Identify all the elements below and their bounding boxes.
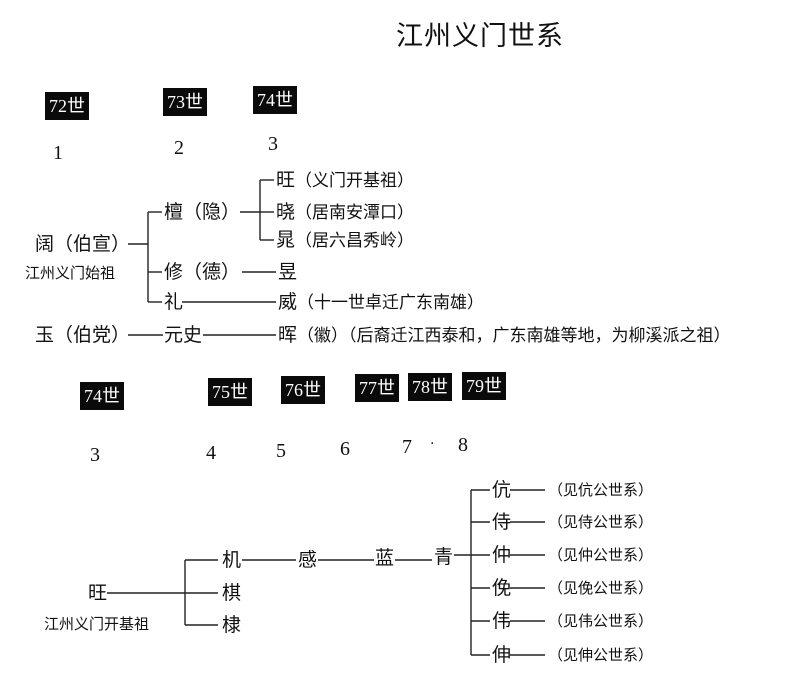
root-kuo: 阔（伯宣） xyxy=(35,233,131,255)
lineage-reference: （见俛公世系） xyxy=(548,579,654,597)
generation-number: 4 xyxy=(206,442,216,464)
generation-number: 2 xyxy=(174,137,184,159)
node-name: 晓 xyxy=(276,201,296,223)
node-name: 旺 xyxy=(276,169,296,191)
node-name: 晁 xyxy=(276,229,296,251)
node-hui: 晖（徽）（后裔迁江西泰和，广东南雄等地，为柳溪派之祖） xyxy=(278,324,731,347)
generation-number: 7 xyxy=(402,436,412,458)
lineage-reference: （见伉公世系） xyxy=(548,481,654,499)
node-zhong: 仲 xyxy=(492,544,512,566)
generation-badge: 76世 xyxy=(281,376,325,404)
node-tan: 檀（隐） xyxy=(164,201,241,223)
generation-badge: 75世 xyxy=(208,378,252,406)
lineage-reference: （见伸公世系） xyxy=(548,646,654,664)
node-wei: 威（十一世卓迁广东南雄） xyxy=(278,291,484,314)
generation-number: 6 xyxy=(340,438,350,460)
node-xiu: 修（德） xyxy=(164,261,241,283)
stray-mark: · xyxy=(430,436,435,452)
page-title: 江州义门世系 xyxy=(396,21,564,52)
generation-number: 3 xyxy=(90,444,100,466)
node-name: 威 xyxy=(278,291,298,313)
node-yuanshi: 元史 xyxy=(164,324,203,346)
root-wang: 旺 xyxy=(88,582,108,604)
generation-badge: 77世 xyxy=(355,374,399,402)
node-note: （十一世卓迁广东南雄） xyxy=(297,293,485,313)
node-di: 棣 xyxy=(222,614,242,636)
generation-number: 1 xyxy=(53,142,63,164)
node-ji: 机 xyxy=(222,549,242,571)
node-note: （居南安潭口） xyxy=(295,203,415,223)
lineage-reference: （见仲公世系） xyxy=(548,546,654,564)
node-yu-zhao: 昱 xyxy=(278,261,298,283)
node-xiao: 晓（居南安潭口） xyxy=(276,201,414,224)
node-shen: 伸 xyxy=(492,644,512,666)
node-qi: 棋 xyxy=(222,582,242,604)
node-shi: 侍 xyxy=(492,511,512,533)
lineage-reference: （见侍公世系） xyxy=(548,513,654,531)
node-qing: 青 xyxy=(434,546,454,568)
node-lan: 蓝 xyxy=(375,547,395,569)
lineage-reference: （见伟公世系） xyxy=(548,612,654,630)
node-note: （徽）（后裔迁江西泰和，广东南雄等地，为柳溪派之祖） xyxy=(297,326,731,346)
generation-badge: 74世 xyxy=(253,86,297,114)
node-name: 晖 xyxy=(278,324,298,346)
node-wei2: 伟 xyxy=(492,610,512,632)
node-mian: 俛 xyxy=(492,577,512,599)
node-note: （居六昌秀岭） xyxy=(295,231,415,251)
generation-badge: 74世 xyxy=(80,382,124,410)
node-li: 礼 xyxy=(164,291,184,313)
node-note: （义门开基祖） xyxy=(295,171,415,191)
generation-badge: 79世 xyxy=(462,372,506,400)
root-kuo-caption: 江州义门始祖 xyxy=(25,264,116,282)
generation-number: 3 xyxy=(268,133,278,155)
generation-badge: 73世 xyxy=(163,88,207,116)
root-yu: 玉（伯党） xyxy=(35,324,131,346)
generation-number: 8 xyxy=(458,434,468,456)
root-wang-caption: 江州义门开基祖 xyxy=(44,615,150,633)
generation-badge: 78世 xyxy=(408,373,452,401)
node-chao: 晁（居六昌秀岭） xyxy=(276,229,414,252)
node-gan: 感 xyxy=(298,549,318,571)
node-kang: 伉 xyxy=(492,479,512,501)
node-wang: 旺（义门开基祖） xyxy=(276,169,414,192)
generation-badge: 72世 xyxy=(45,92,89,120)
generation-number: 5 xyxy=(276,440,286,462)
